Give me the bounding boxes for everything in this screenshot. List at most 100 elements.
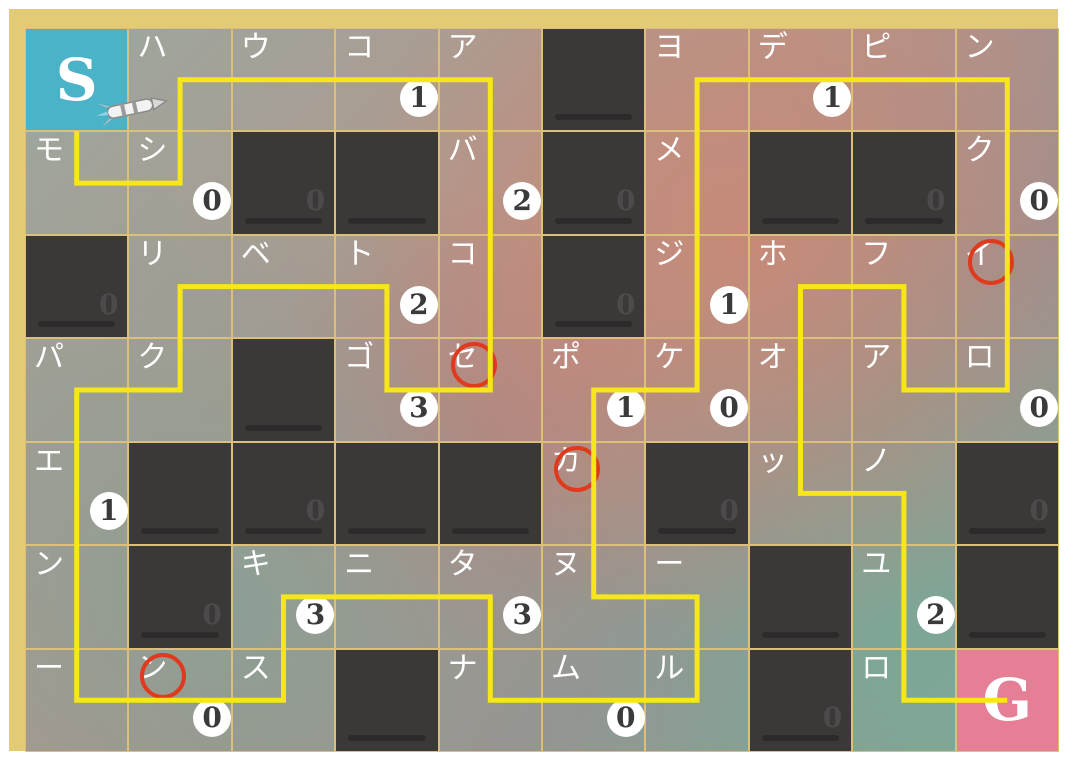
cell-kana: デ (757, 30, 788, 65)
letter-cell[interactable]: ス (231, 648, 336, 752)
clue-number-badge: 2 (399, 285, 438, 324)
letter-cell[interactable]: ヨ (645, 28, 749, 132)
blocked-cell[interactable]: 0 (645, 441, 749, 546)
blocked-cell[interactable] (748, 545, 853, 649)
letter-cell[interactable]: ピ (852, 28, 956, 132)
blocked-cell[interactable]: 0 (748, 648, 853, 752)
clue-number-badge: 0 (615, 184, 636, 218)
blocked-cell[interactable]: 0 (955, 441, 1059, 546)
clue-number-badge: 0 (1020, 388, 1059, 427)
blocked-cell[interactable] (542, 28, 646, 132)
blocked-cell[interactable]: 0 (25, 234, 129, 339)
cell-kana: エ (34, 443, 64, 479)
clue-number-badge: 0 (710, 388, 749, 427)
blocked-cell[interactable] (955, 545, 1059, 649)
cell-kana: ク (964, 133, 995, 169)
letter-cell[interactable]: ー (645, 545, 749, 649)
letter-cell[interactable]: リ (128, 234, 232, 339)
cell-kana: コ (447, 236, 478, 272)
cell-kana: ス (240, 650, 271, 686)
cell-kana: ン (964, 30, 995, 65)
cell-kana: ル (654, 650, 685, 686)
clue-number-badge: 0 (719, 494, 739, 528)
cell-kana: ム (551, 650, 581, 686)
blocked-cell[interactable]: 0 (128, 545, 232, 649)
letter-cell[interactable]: ー (25, 648, 129, 752)
clue-number-badge: 0 (193, 699, 232, 738)
clue-number-badge: 3 (503, 595, 542, 634)
clue-number-badge: 0 (1029, 494, 1050, 528)
letter-cell[interactable]: ヌ (542, 545, 646, 649)
blocked-cell[interactable]: 0 (852, 131, 956, 235)
cell-kana: バ (447, 133, 478, 169)
cell-kana: ホ (757, 236, 788, 272)
letter-cell[interactable]: オ (748, 338, 853, 442)
cell-kana: フ (861, 236, 892, 272)
letter-cell[interactable]: コ (438, 234, 542, 339)
blocked-cell[interactable]: 0 (231, 441, 336, 546)
cell-kana: モ (34, 133, 64, 169)
blocked-cell[interactable]: 0 (231, 131, 336, 235)
letter-cell[interactable]: フ (852, 234, 956, 339)
letter-cell[interactable]: ッ (748, 441, 853, 546)
clue-number-badge: 0 (926, 184, 946, 218)
cell-kana: ウ (240, 30, 271, 65)
blocked-cell[interactable] (231, 338, 336, 442)
goal-label: G (982, 666, 1033, 735)
letter-cell[interactable]: パ (25, 338, 129, 442)
letter-cell[interactable]: ク (128, 338, 232, 442)
blocked-cell[interactable] (335, 131, 439, 235)
cell-kana: オ (757, 340, 788, 376)
letter-cell[interactable]: ホ (748, 234, 853, 339)
blocked-cell[interactable] (335, 441, 439, 546)
letter-cell[interactable]: メ (645, 131, 749, 235)
letter-cell[interactable]: ン (955, 28, 1059, 132)
blocked-cell[interactable] (128, 441, 232, 546)
cell-kana: ナ (447, 650, 478, 686)
letter-cell[interactable]: モ (25, 131, 129, 235)
cell-kana: タ (447, 547, 478, 583)
blocked-cell[interactable] (335, 648, 439, 752)
clue-number-badge: 3 (296, 595, 335, 634)
cell-kana: リ (137, 236, 168, 272)
blocked-cell[interactable]: 0 (542, 234, 646, 339)
blocked-cell[interactable] (748, 131, 853, 235)
letter-cell[interactable]: ロ (852, 648, 956, 752)
clue-number-badge: 3 (399, 388, 438, 427)
letter-cell[interactable]: ン (25, 545, 129, 649)
clue-number-badge: 2 (503, 182, 542, 221)
letter-cell[interactable]: ベ (231, 234, 336, 339)
blocked-cell[interactable]: 0 (542, 131, 646, 235)
cell-kana: ユ (861, 547, 892, 583)
cell-kana: ポ (551, 340, 581, 376)
cell-kana: ア (447, 30, 478, 65)
letter-cell[interactable]: ノ (852, 441, 956, 546)
goal-cell[interactable]: G (955, 648, 1059, 752)
clue-number-badge: 1 (606, 388, 645, 427)
letter-cell[interactable]: ア (852, 338, 956, 442)
letter-cell[interactable]: ウ (231, 28, 336, 132)
letter-cell[interactable]: ア (438, 28, 542, 132)
letter-cell[interactable]: ナ (438, 648, 542, 752)
letter-cell[interactable]: ル (645, 648, 749, 752)
blocked-cell[interactable] (438, 441, 542, 546)
clue-number-badge: 1 (399, 78, 438, 117)
letter-cell[interactable]: ニ (335, 545, 439, 649)
